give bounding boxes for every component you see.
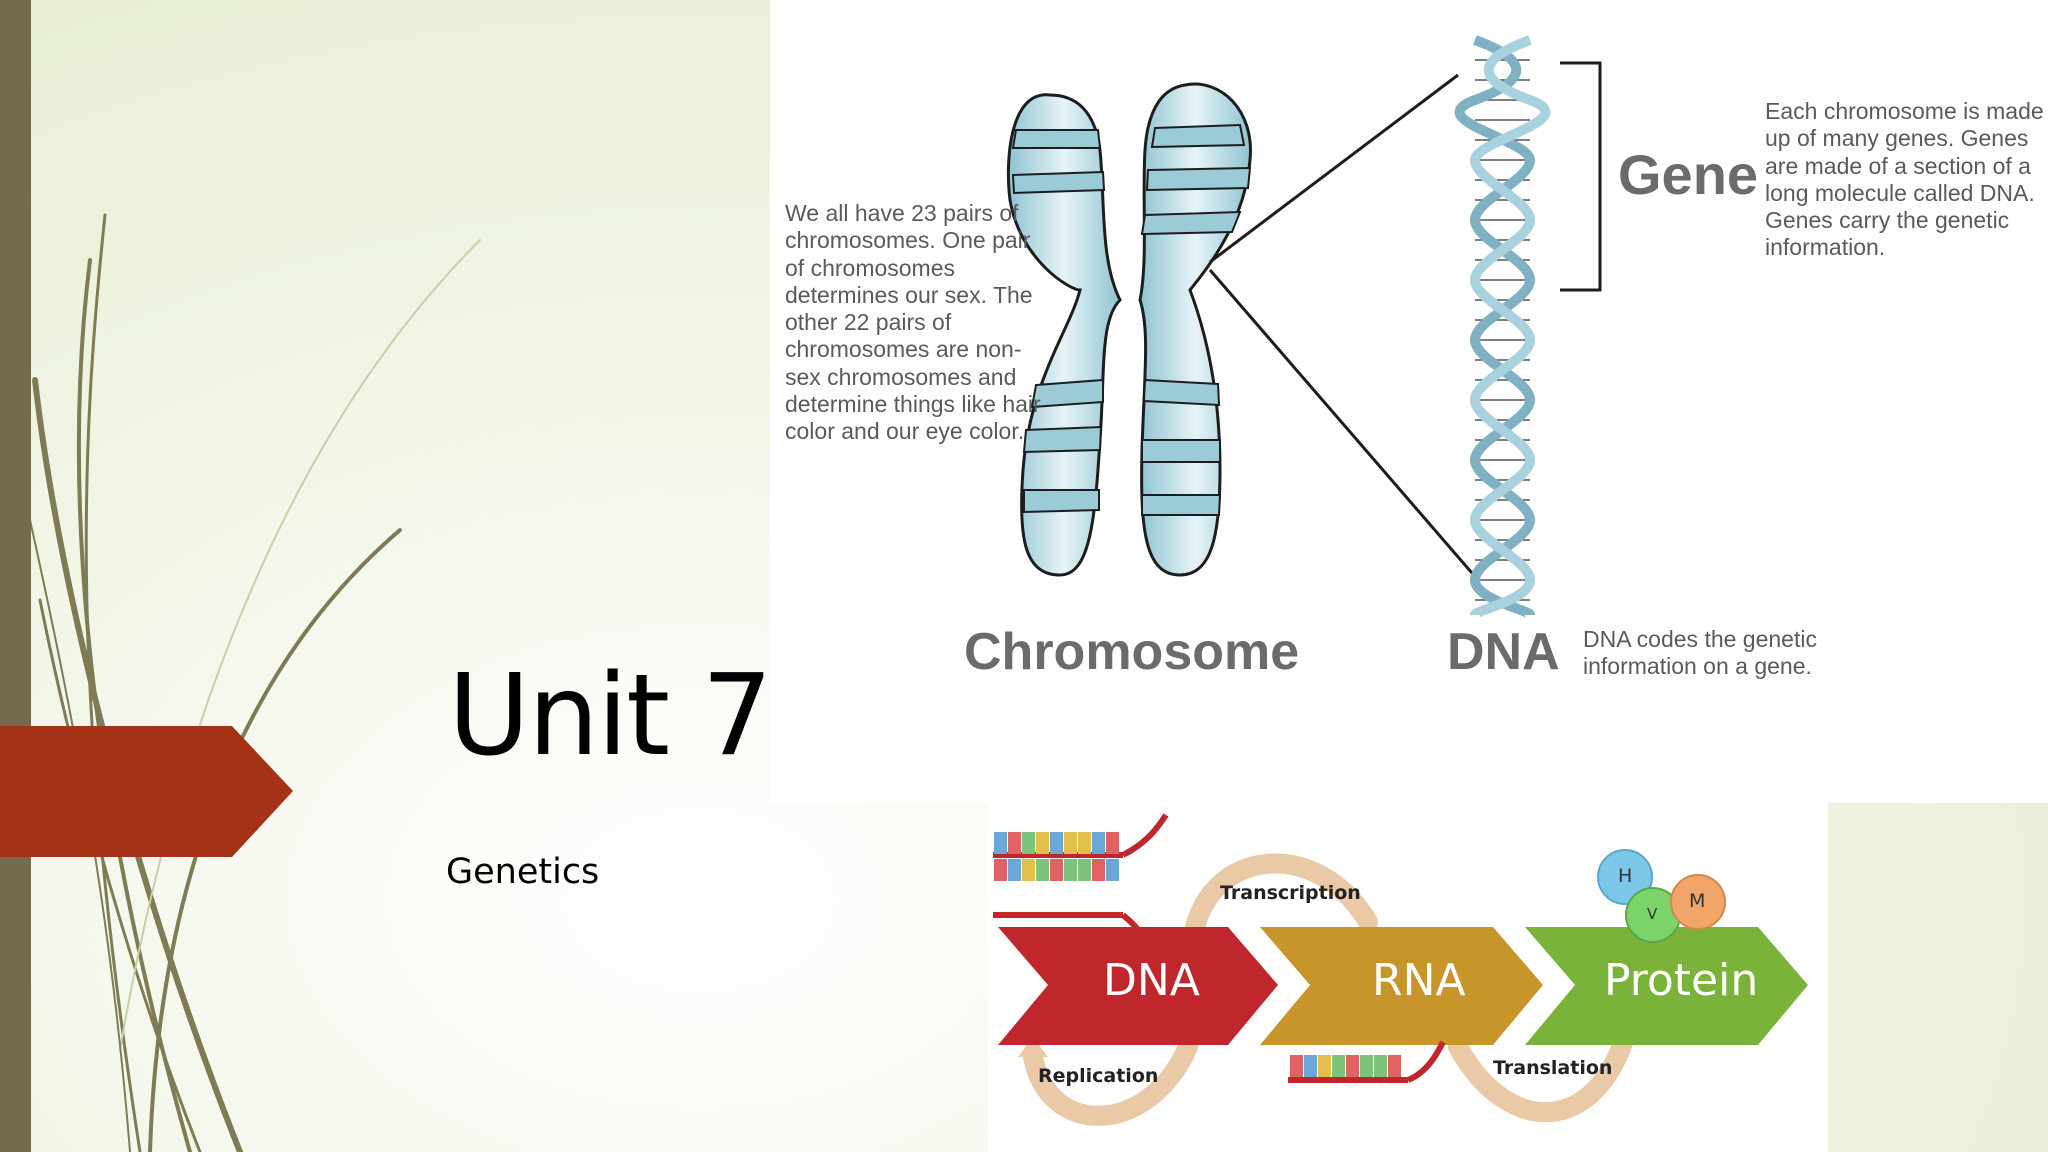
decorative-swoosh	[29, 213, 481, 1152]
molecule-v-label: V	[1647, 905, 1658, 923]
chromosome-label: Chromosome	[964, 623, 1300, 681]
stage-rna-label: RNA	[1372, 955, 1466, 1006]
stage-protein-label: Protein	[1604, 955, 1759, 1006]
replication-label: Replication	[1038, 1065, 1159, 1087]
gene-description: Each chromosome is made up of many genes…	[1765, 98, 2044, 261]
stage-dna-label: DNA	[1103, 955, 1200, 1006]
molecule-h-label: H	[1618, 865, 1633, 887]
chromosome-dna-drawing	[1006, 35, 1602, 620]
left-accent-bar	[0, 0, 31, 1152]
dna-description: DNA codes the genetic information on a g…	[1583, 626, 1817, 680]
gene-label: Gene	[1618, 143, 1759, 206]
chromosome-description: We all have 23 pairs of chromosomes. One…	[785, 200, 1041, 445]
translation-label: Translation	[1493, 1057, 1613, 1079]
transcription-label: Transcription	[1220, 882, 1361, 904]
dna-label: DNA	[1447, 623, 1560, 681]
slide-subtitle: Genetics	[446, 852, 600, 892]
molecule-m-label: M	[1689, 890, 1706, 912]
chromosome-dna-figure: We all have 23 pairs of chromosomes. One…	[770, 0, 2048, 803]
slide-title: Unit 7	[448, 651, 773, 781]
central-dogma-drawing	[993, 813, 1808, 1126]
central-dogma-figure: DNA RNA Protein Transcription Translatio…	[988, 787, 1828, 1152]
title-accent-arrow	[0, 726, 293, 857]
